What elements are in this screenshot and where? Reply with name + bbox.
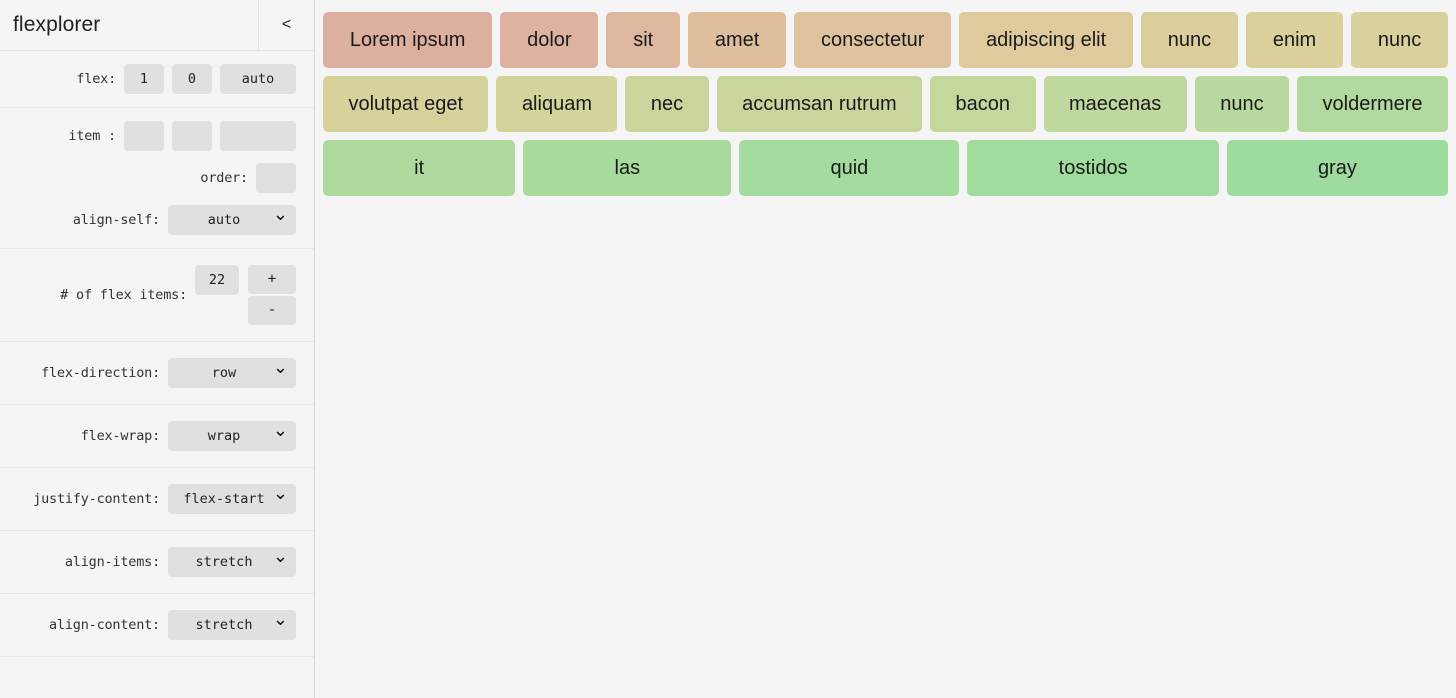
- flex-item-label: quid: [830, 157, 869, 179]
- decrement-button[interactable]: -: [248, 296, 296, 325]
- flex-item-label: nec: [650, 93, 684, 115]
- flex-item-label: enim: [1272, 29, 1317, 51]
- flex-item[interactable]: dolor: [500, 12, 599, 68]
- flex-item[interactable]: nunc: [1140, 12, 1238, 68]
- flex-item-label: amet: [714, 29, 760, 51]
- flex-item-label: consectetur: [821, 29, 925, 51]
- flex-item-label: adipiscing elit: [986, 29, 1107, 51]
- flex-item[interactable]: nec: [625, 76, 709, 132]
- justify-content-select-wrap: flex-startflex-endcenterspace-betweenspa…: [168, 484, 296, 514]
- flex-item-label: nunc: [1167, 29, 1212, 51]
- order-label: order:: [200, 170, 248, 186]
- flex-item[interactable]: gray: [1226, 140, 1449, 196]
- flex-item[interactable]: adipiscing elit: [959, 12, 1133, 68]
- chevron-left-icon[interactable]: <: [258, 0, 314, 51]
- flex-wrap-row: flex-wrap: nowrapwrapwrap-reverse ⌄: [0, 405, 314, 468]
- flex-wrap-select-wrap: nowrapwrapwrap-reverse ⌄: [168, 421, 296, 451]
- flex-wrap-label: flex-wrap:: [80, 428, 160, 444]
- flex-item-label: sit: [633, 29, 654, 51]
- app-title: flexplorer: [13, 13, 101, 36]
- justify-content-select[interactable]: flex-startflex-endcenterspace-betweenspa…: [168, 484, 296, 514]
- flex-item-count-group: + -: [195, 265, 296, 325]
- flex-item-label: it: [414, 157, 425, 179]
- item-shorthand-row: item :: [0, 108, 314, 157]
- flex-item-label: maecenas: [1068, 93, 1162, 115]
- align-items-label: align-items:: [64, 554, 160, 570]
- flex-direction-label: flex-direction:: [41, 365, 160, 381]
- flex-item-label: nunc: [1377, 29, 1422, 51]
- justify-content-label: justify-content:: [33, 491, 160, 507]
- flex-item[interactable]: tostidos: [967, 140, 1219, 196]
- flex-item-count-row: # of flex items: + -: [0, 249, 314, 342]
- flex-item-label: gray: [1317, 157, 1357, 179]
- align-self-label: align-self:: [72, 212, 160, 228]
- item-flex-shrink-input[interactable]: [172, 121, 212, 151]
- flex-item[interactable]: consectetur: [794, 12, 952, 68]
- align-self-row: align-self: autoflex-startflex-endcenter…: [0, 199, 314, 249]
- flex-wrap-select[interactable]: nowrapwrapwrap-reverse: [168, 421, 296, 451]
- flex-item[interactable]: quid: [739, 140, 960, 196]
- flex-shorthand-row: flex:: [0, 51, 314, 108]
- flex-grow-input[interactable]: [124, 64, 164, 94]
- flex-item-label: aliquam: [521, 93, 592, 115]
- flex-item-label: volutpat eget: [348, 93, 463, 115]
- item-flex-grow-input[interactable]: [124, 121, 164, 151]
- flex-item[interactable]: sit: [606, 12, 681, 68]
- align-items-select[interactable]: stretchflex-startflex-endcenterbaseline: [168, 547, 296, 577]
- align-content-label: align-content:: [49, 617, 160, 633]
- flex-item-label: las: [614, 157, 641, 179]
- flex-item[interactable]: accumsan rutrum: [716, 76, 923, 132]
- sidebar-header: flexplorer <: [0, 0, 314, 51]
- flex-item-label: Lorem ipsum: [349, 29, 466, 51]
- flex-item[interactable]: Lorem ipsum: [323, 12, 493, 68]
- flex-item-count-input[interactable]: [195, 265, 239, 295]
- flex-label: flex:: [76, 71, 116, 87]
- item-label: item :: [68, 128, 116, 144]
- flex-item[interactable]: amet: [688, 12, 787, 68]
- increment-button[interactable]: +: [248, 265, 296, 294]
- sidebar: flexplorer < flex: item : order: align-s…: [0, 0, 315, 698]
- flex-basis-input[interactable]: [220, 64, 296, 94]
- flex-container-canvas: Lorem ipsum dolor sit amet consectetur adipis…: [315, 0, 1456, 698]
- flex-item[interactable]: volutpat eget: [323, 76, 489, 132]
- align-content-select-wrap: stretchflex-startflex-endcenterspace-bet…: [168, 610, 296, 640]
- quantity-stepper: + -: [248, 265, 296, 325]
- item-flex-basis-input[interactable]: [220, 121, 296, 151]
- flex-direction-select[interactable]: rowrow-reversecolumncolumn-reverse: [168, 358, 296, 388]
- flex-item-count-label: # of flex items:: [60, 287, 187, 303]
- justify-content-row: justify-content: flex-startflex-endcente…: [0, 468, 314, 531]
- flex-item[interactable]: voldermere: [1297, 76, 1449, 132]
- flex-item[interactable]: maecenas: [1043, 76, 1187, 132]
- flex-direction-select-wrap: rowrow-reversecolumncolumn-reverse ⌄: [168, 358, 296, 388]
- flex-item-label: voldermere: [1322, 93, 1423, 115]
- align-items-select-wrap: stretchflex-startflex-endcenterbaseline …: [168, 547, 296, 577]
- flex-item-label: dolor: [527, 29, 572, 51]
- flex-item-label: tostidos: [1058, 157, 1128, 179]
- item-order-row: order:: [0, 157, 314, 199]
- align-self-select-wrap: autoflex-startflex-endcenterbaselinestre…: [168, 205, 296, 235]
- align-items-row: align-items: stretchflex-startflex-endce…: [0, 531, 314, 594]
- align-content-select[interactable]: stretchflex-startflex-endcenterspace-bet…: [168, 610, 296, 640]
- align-self-select[interactable]: autoflex-startflex-endcenterbaselinestre…: [168, 205, 296, 235]
- flex-item[interactable]: it: [323, 140, 516, 196]
- flex-item[interactable]: nunc: [1351, 12, 1449, 68]
- flex-item[interactable]: las: [523, 140, 732, 196]
- flex-shrink-input[interactable]: [172, 64, 212, 94]
- flex-item[interactable]: enim: [1246, 12, 1344, 68]
- flex-item[interactable]: aliquam: [496, 76, 618, 132]
- flex-item[interactable]: bacon: [930, 76, 1036, 132]
- flex-direction-row: flex-direction: rowrow-reversecolumncolu…: [0, 342, 314, 405]
- flex-item-label: accumsan rutrum: [742, 93, 897, 115]
- align-content-row: align-content: stretchflex-startflex-end…: [0, 594, 314, 657]
- order-input[interactable]: [256, 163, 296, 193]
- flex-item-label: bacon: [955, 93, 1011, 115]
- flex-item-label: nunc: [1220, 93, 1264, 115]
- flex-item[interactable]: nunc: [1194, 76, 1290, 132]
